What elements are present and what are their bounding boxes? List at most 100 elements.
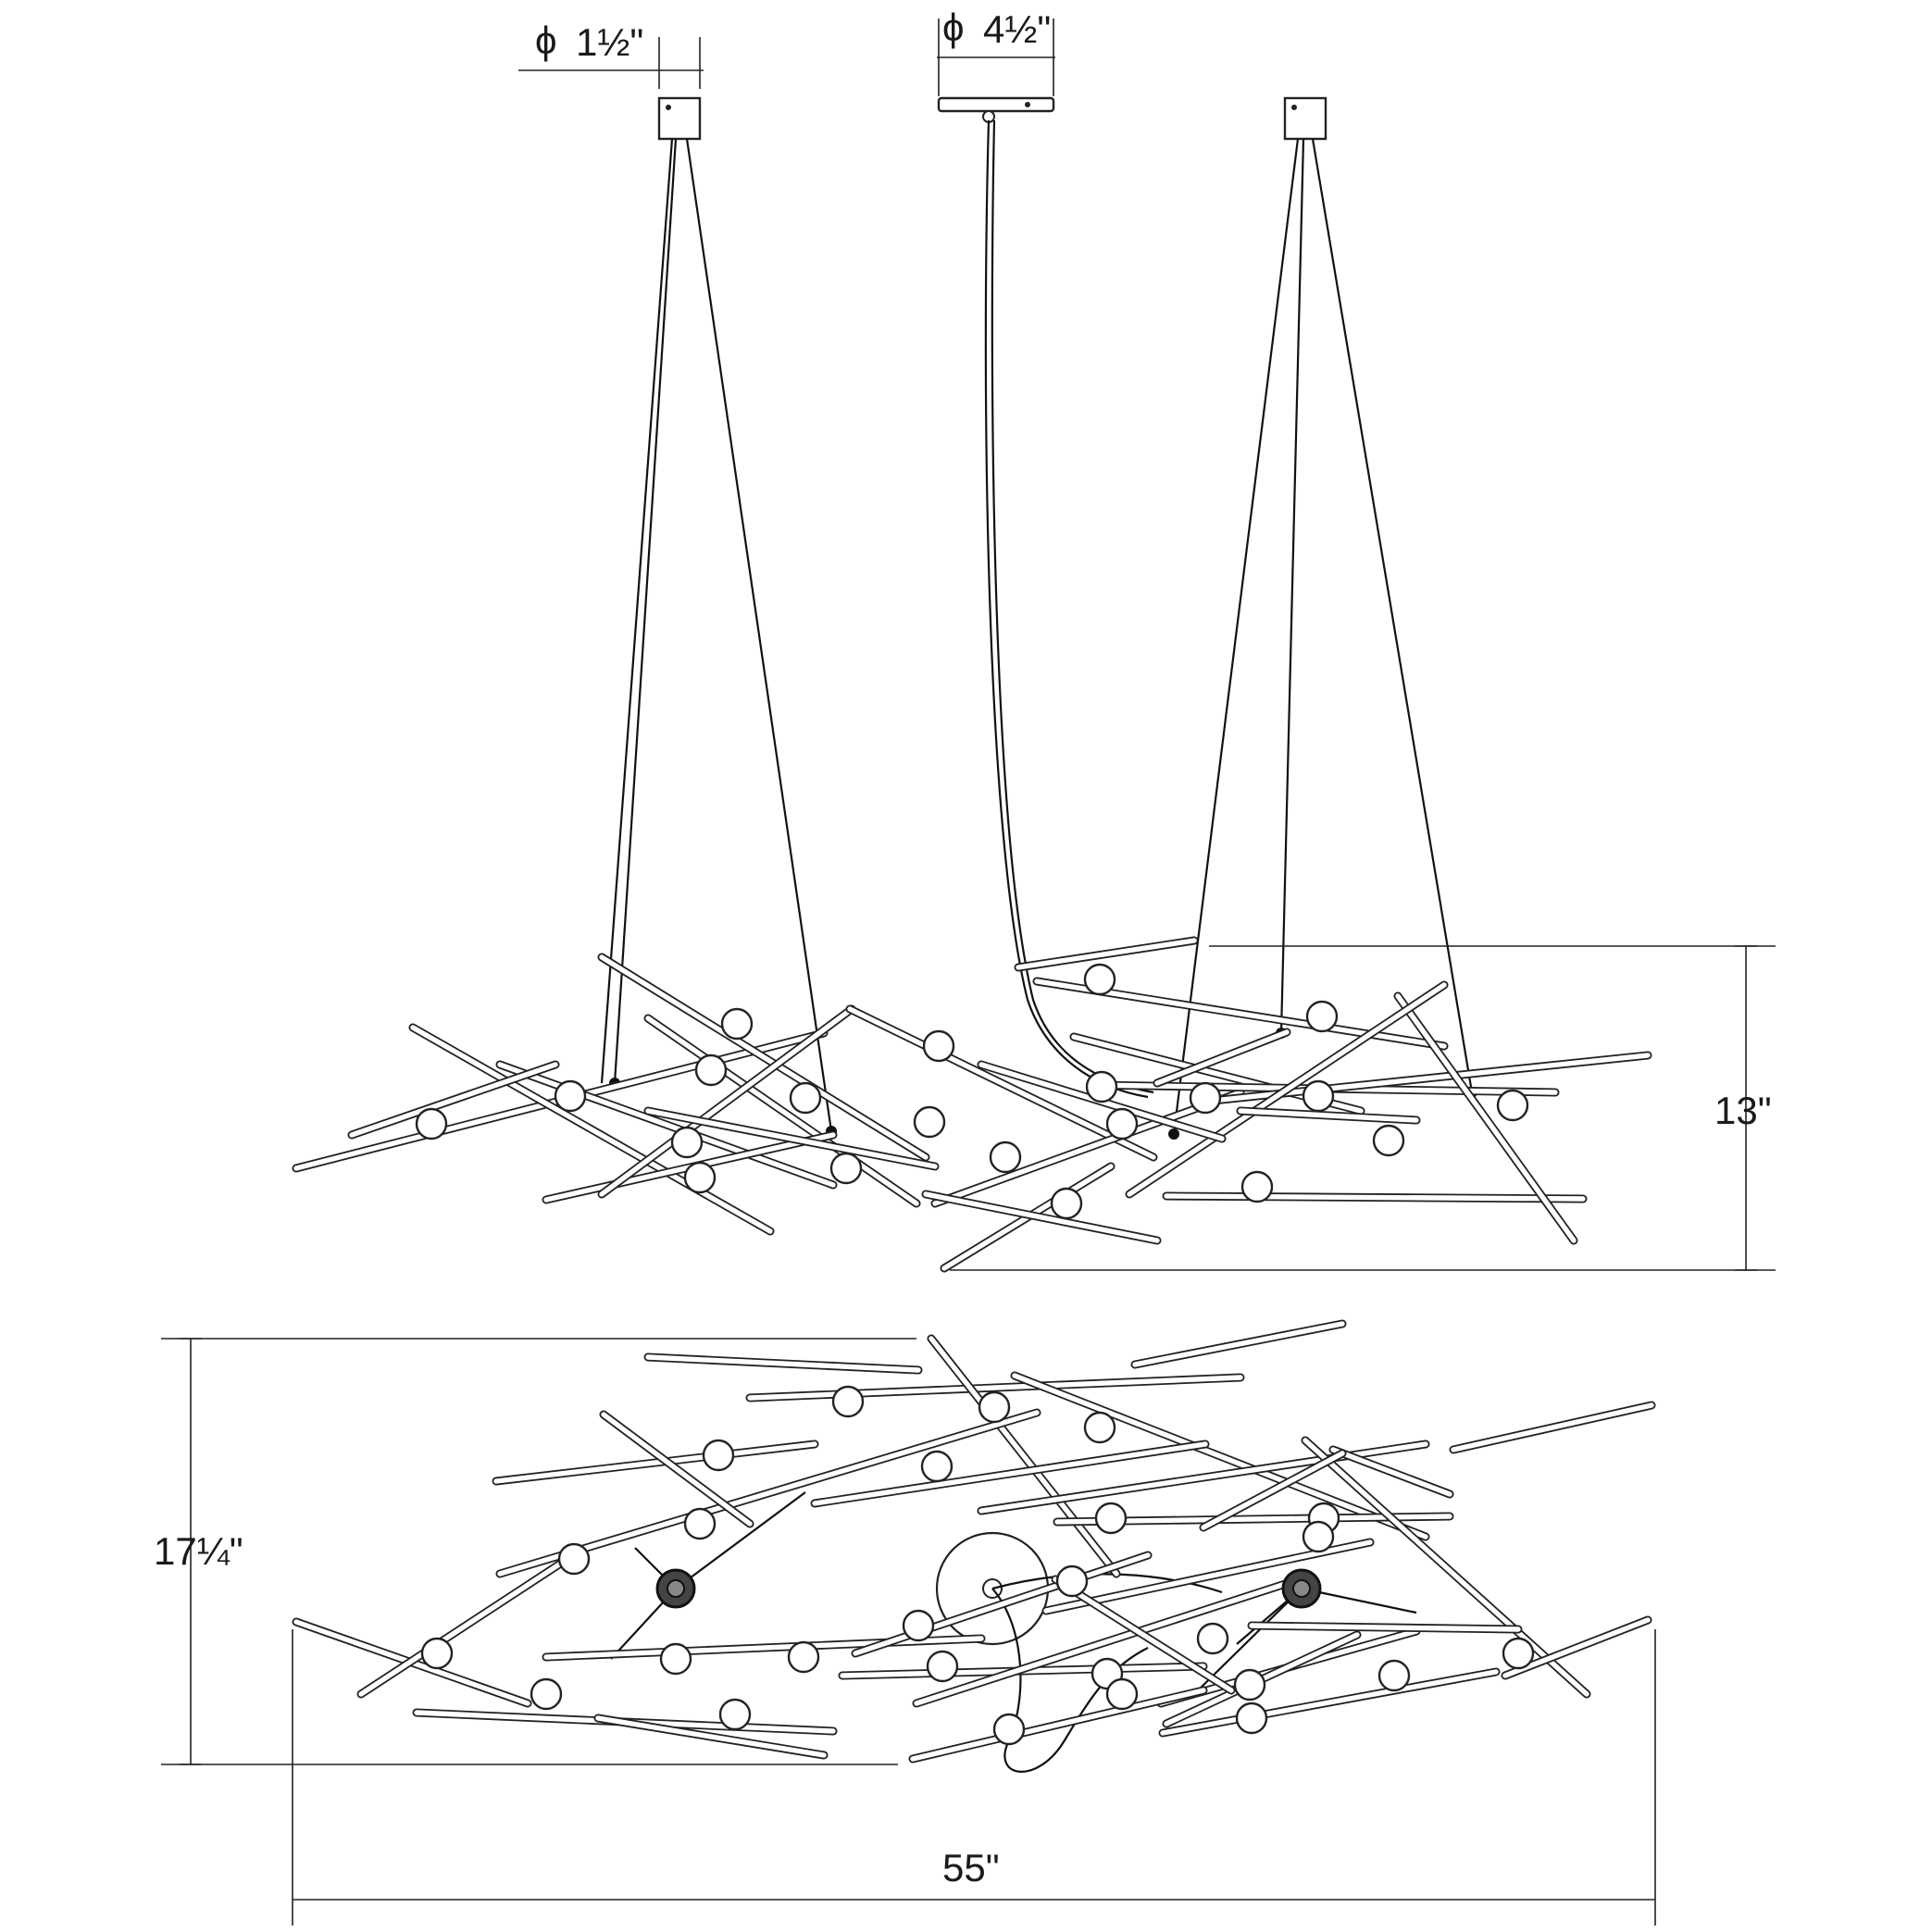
- light-orb: [1502, 1637, 1535, 1670]
- light-orb: [829, 1152, 863, 1185]
- light-rod: [912, 1573, 1310, 1708]
- depth-label: 17¼": [154, 1529, 243, 1573]
- light-orb: [1233, 1668, 1266, 1701]
- light-orb: [1240, 1170, 1274, 1203]
- light-rod: [492, 1440, 819, 1486]
- light-rod: [599, 1410, 754, 1528]
- light-orb: [978, 1390, 1011, 1424]
- light-rod: [495, 1408, 1041, 1578]
- light-orb: [1377, 1659, 1411, 1692]
- light-rod: [1449, 1401, 1656, 1454]
- canopy-large-dimension: ϕ 4½": [937, 6, 1055, 96]
- light-rod: [597, 1004, 856, 1199]
- light-rod: [643, 1106, 940, 1171]
- diameter-symbol-small: ϕ: [535, 19, 557, 62]
- light-rod: [1199, 1449, 1347, 1532]
- width-label: 55": [942, 1846, 1000, 1889]
- light-orb: [1105, 1107, 1139, 1141]
- light-orb: [1496, 1089, 1529, 1122]
- light-orb: [1372, 1124, 1405, 1157]
- light-orb: [1083, 1411, 1116, 1444]
- light-rod: [356, 1556, 569, 1699]
- light-rod: [845, 1004, 1158, 1162]
- light-rod: [1158, 1667, 1501, 1738]
- light-orb: [992, 1713, 1026, 1746]
- elevation-view-orbs: [415, 963, 1529, 1220]
- light-orb: [702, 1439, 735, 1472]
- light-rod: [1328, 1445, 1454, 1499]
- plan-view-rods: [292, 1319, 1656, 1764]
- light-rod: [1051, 1575, 1236, 1695]
- light-orb: [920, 1450, 954, 1483]
- light-orb: [670, 1126, 704, 1159]
- light-orb: [1085, 1070, 1118, 1103]
- depth-dimension: 17¼": [154, 1338, 916, 1765]
- light-orb: [989, 1141, 1022, 1174]
- light-rod: [810, 1440, 1210, 1508]
- canopy-small-label: 1½": [576, 20, 643, 64]
- canopy-center: [937, 96, 1055, 123]
- light-orb: [789, 1081, 822, 1115]
- light-rod: [542, 1634, 986, 1662]
- light-orb: [557, 1542, 591, 1576]
- light-rod: [597, 953, 930, 1162]
- light-orb: [659, 1642, 692, 1676]
- canopy-right: [1283, 96, 1327, 141]
- canopy-large-label: 4½": [983, 7, 1051, 51]
- suspension-cables: [600, 119, 1477, 1140]
- light-rod: [977, 1440, 1430, 1515]
- plan-view-cables: [610, 1491, 1417, 1695]
- light-rod: [908, 1686, 1208, 1764]
- light-orb: [1235, 1701, 1268, 1735]
- light-orb: [1196, 1622, 1229, 1655]
- light-rod: [1041, 1538, 1375, 1615]
- light-orb: [694, 1053, 728, 1087]
- canopy-left: [657, 96, 702, 141]
- light-rod: [1153, 1028, 1291, 1088]
- plan-view-hubs: [655, 1568, 1322, 1609]
- light-rod: [1199, 1051, 1652, 1106]
- light-rod: [643, 1014, 921, 1208]
- light-rod: [1014, 936, 1199, 972]
- diameter-symbol-large: ϕ: [942, 6, 965, 49]
- light-orb: [913, 1105, 946, 1139]
- light-rod: [930, 1088, 1245, 1208]
- light-orb: [787, 1640, 820, 1674]
- light-rod: [408, 1023, 775, 1236]
- light-rod: [1393, 991, 1578, 1245]
- light-orb: [902, 1609, 935, 1642]
- light-rod: [1125, 980, 1449, 1199]
- light-orb: [683, 1161, 717, 1194]
- light-orb: [554, 1079, 587, 1113]
- light-orb: [720, 1007, 754, 1041]
- light-rod: [1301, 1436, 1591, 1699]
- light-orb: [1050, 1187, 1083, 1220]
- width-dimension: 55": [292, 1629, 1656, 1926]
- light-orb: [1094, 1502, 1128, 1535]
- light-orb: [683, 1507, 717, 1540]
- light-rod: [927, 1334, 1121, 1578]
- light-orb: [1302, 1079, 1335, 1113]
- light-rod: [1236, 1106, 1421, 1125]
- light-rod: [1501, 1615, 1652, 1680]
- light-orb: [1302, 1520, 1335, 1553]
- light-orb: [415, 1107, 448, 1141]
- light-rod: [1010, 1371, 1430, 1541]
- light-orb: [1083, 963, 1116, 996]
- light-rod: [851, 1551, 1153, 1658]
- light-rod: [745, 1373, 1245, 1402]
- light-rod: [1130, 1319, 1347, 1369]
- elevation-view-rods: [292, 936, 1652, 1273]
- light-rod: [593, 1714, 829, 1760]
- light-orb: [530, 1677, 563, 1711]
- plan-view-orbs: [420, 1385, 1535, 1746]
- light-orb: [1305, 1000, 1339, 1033]
- light-orb: [831, 1385, 865, 1418]
- light-rod: [1247, 1621, 1523, 1634]
- light-rod: [921, 1190, 1162, 1245]
- light-orb: [420, 1637, 454, 1670]
- height-label: 13": [1714, 1089, 1772, 1132]
- light-orb: [1189, 1081, 1222, 1115]
- light-rod: [1162, 1191, 1588, 1203]
